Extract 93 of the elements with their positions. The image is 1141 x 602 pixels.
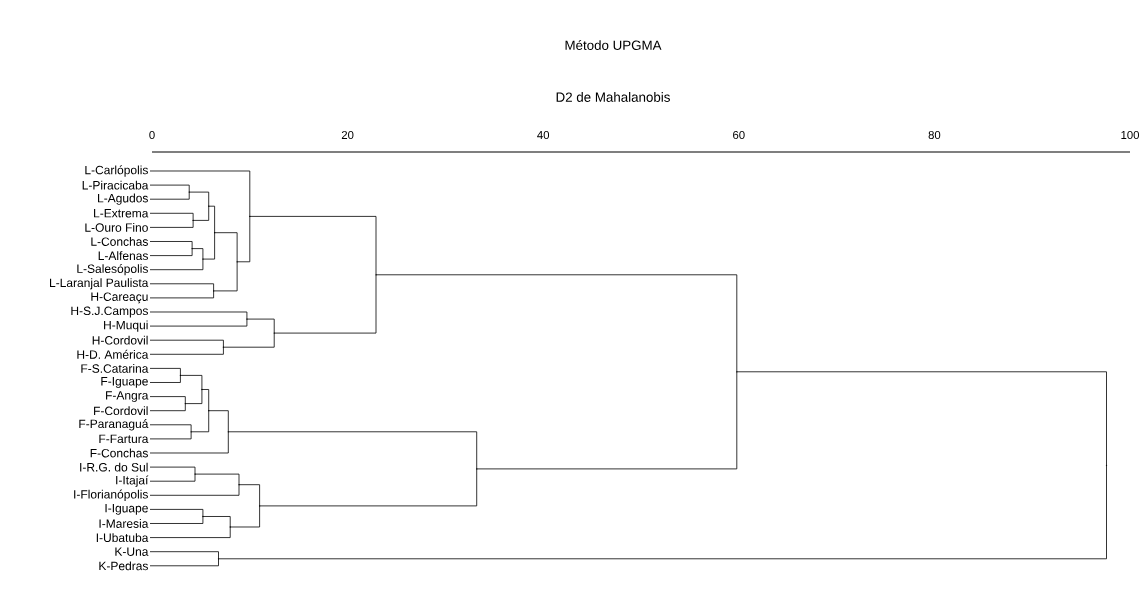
leaf-label: L-Piracicaba bbox=[82, 180, 149, 190]
dendrogram-branch bbox=[149, 212, 194, 221]
dendrogram-branch bbox=[223, 332, 275, 348]
leaf-label: K-Pedras bbox=[99, 561, 148, 571]
leaf-label: L-Carlópolis bbox=[85, 165, 148, 177]
dendrogram-branch bbox=[149, 403, 186, 412]
dendrogram-branch bbox=[208, 410, 229, 433]
dendrogram-branch bbox=[180, 375, 203, 390]
dendrogram-branch bbox=[149, 290, 214, 299]
leaf-label: H-D. América bbox=[77, 349, 149, 359]
dendrogram-branch bbox=[149, 346, 224, 355]
leaf-label: L-Alfenas bbox=[98, 251, 148, 260]
dendrogram-branch bbox=[149, 339, 224, 348]
dendrogram-branch bbox=[149, 241, 193, 249]
dendrogram-branch bbox=[476, 371, 738, 470]
dendrogram-branch bbox=[194, 473, 240, 486]
dendrogram-branch bbox=[149, 424, 192, 433]
leaf-label: L-Extrema bbox=[94, 209, 149, 218]
leaf-label: I-Itajaí bbox=[116, 475, 149, 487]
dendrogram-branch bbox=[149, 248, 193, 256]
dendrogram-branch bbox=[149, 184, 190, 193]
dendrogram-branch bbox=[149, 368, 181, 376]
dendrogram-branch bbox=[246, 318, 275, 334]
leaf-label: H-Muqui bbox=[104, 320, 148, 332]
tick-label: 60 bbox=[733, 131, 745, 139]
leaf-label: F-Angra bbox=[106, 391, 149, 402]
dendrogram-branch bbox=[227, 431, 478, 470]
leaf-label: L-Ouro Fino bbox=[85, 223, 148, 232]
dendrogram-branch bbox=[229, 505, 260, 528]
dendrogram-branch bbox=[149, 375, 181, 383]
dendrogram-branch bbox=[208, 205, 215, 234]
leaf-label: H-S.J.Campos bbox=[71, 306, 148, 318]
dendrogram-branch bbox=[149, 311, 248, 320]
dendrogram-branch bbox=[149, 431, 192, 440]
leaf-label: I-Maresia bbox=[99, 519, 149, 528]
dendrogram-branch bbox=[149, 509, 204, 517]
dendrogram-branch bbox=[191, 248, 204, 260]
leaf-label: I-R.G. do Sul bbox=[80, 462, 148, 472]
dendrogram-branch bbox=[149, 558, 219, 567]
dendrogram-branch bbox=[149, 516, 204, 524]
dendrogram-branch bbox=[149, 170, 251, 217]
leaf-label: I-Florianópolis bbox=[74, 489, 148, 501]
tick-label: 80 bbox=[928, 131, 941, 139]
tick-label: 0 bbox=[149, 131, 155, 139]
dendrogram-branch bbox=[236, 216, 251, 263]
leaf-label: L-Laranjal Paulista bbox=[50, 278, 149, 290]
dendrogram-branch bbox=[238, 484, 260, 507]
dendrogram-branch bbox=[188, 191, 210, 207]
dendrogram-branch bbox=[184, 389, 203, 404]
dendrogram-branch bbox=[149, 283, 214, 292]
dendrogram-branch bbox=[149, 526, 231, 538]
leaf-label: F-Fartura bbox=[99, 434, 149, 444]
leaf-label: L-Conchas bbox=[91, 237, 148, 246]
dendrogram-branch bbox=[249, 216, 377, 276]
leaf-label: F-Iguape bbox=[101, 377, 148, 388]
dendrogram-branch bbox=[201, 389, 210, 412]
dendrogram-branch bbox=[149, 551, 219, 560]
dendrogram-branch bbox=[149, 473, 196, 482]
dendrogram-branch bbox=[273, 274, 377, 334]
dendrogram-branch bbox=[149, 258, 204, 271]
dendrogram-branch bbox=[736, 371, 1107, 466]
leaf-label: L-Agudos bbox=[98, 193, 148, 205]
dendrogram-branch bbox=[149, 220, 194, 228]
dendrogram-branch bbox=[202, 516, 231, 528]
leaf-label: H-Careaçu bbox=[91, 292, 148, 304]
dendrogram-branch bbox=[149, 191, 190, 200]
leaf-label: K-Una bbox=[115, 547, 149, 556]
leaf-label: F-Paranaguá bbox=[79, 419, 149, 431]
dendrogram-branch bbox=[213, 261, 238, 292]
dendrogram-branch bbox=[149, 318, 248, 327]
tick-label: 40 bbox=[537, 131, 550, 139]
dendrogram-branch bbox=[190, 410, 210, 433]
dendrogram-branch bbox=[202, 232, 215, 260]
leaf-label: F-S.Catarina bbox=[81, 364, 149, 373]
tick-label: 100 bbox=[1121, 131, 1139, 139]
leaf-label: H-Cordovil bbox=[92, 335, 148, 345]
leaf-label: F-Cordovil bbox=[94, 406, 148, 416]
leaf-label: I-Iguape bbox=[105, 504, 148, 515]
dendrogram-branch bbox=[149, 396, 186, 404]
leaf-label: F-Conchas bbox=[90, 448, 148, 458]
leaf-label: I-Ubatuba bbox=[96, 533, 149, 542]
dendrogram-branch bbox=[149, 466, 196, 475]
leaf-label: L-Salesópolis bbox=[77, 264, 148, 276]
dendrogram-branch bbox=[149, 431, 229, 454]
dendrogram-branch bbox=[192, 205, 210, 221]
title: Método UPGMA bbox=[565, 40, 662, 50]
dendrogram-branch bbox=[149, 484, 240, 496]
axis-title: D2 de Mahalanobis bbox=[556, 92, 670, 102]
dendrogram-branch bbox=[214, 232, 238, 263]
dendrogram-branch bbox=[218, 464, 1107, 560]
tick-label: 20 bbox=[341, 131, 354, 139]
dendrogram-branch bbox=[259, 468, 478, 507]
dendrogram-branch bbox=[375, 274, 738, 373]
